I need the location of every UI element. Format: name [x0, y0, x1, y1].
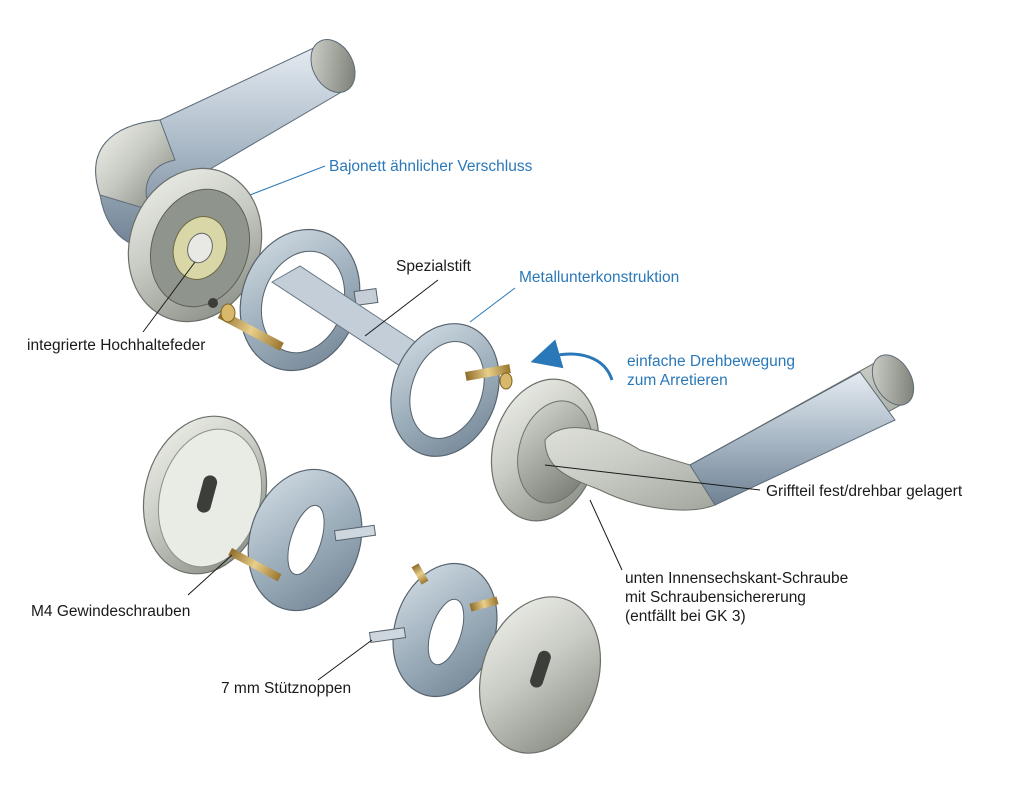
right-keyhole-cover	[478, 596, 602, 754]
label-rotation-line-2: zum Arretieren	[627, 372, 728, 389]
label-bayonet: Bajonett ähnlicher Verschluss	[329, 158, 533, 175]
label-special-pin: Spezialstift	[396, 258, 471, 275]
right-inner-ring	[390, 323, 500, 457]
label-spring: integrierte Hochhaltefeder	[27, 337, 206, 354]
brass-screws-upper	[217, 303, 513, 390]
right-keyhole-plate	[368, 562, 499, 698]
label-rotation-line-1: einfache Drehbewegung	[627, 353, 796, 370]
label-metal-substructure: Metallunterkonstruktion	[519, 269, 680, 286]
rotation-arrow-icon	[530, 339, 614, 381]
callout-line-hex-screw	[589, 499, 623, 571]
label-hex-screw-line-2: mit Schraubensichererung	[625, 589, 806, 606]
label-hex-screw-line-1: unten Innensechskant-Schraube	[625, 570, 849, 587]
callout-lines	[142, 165, 761, 681]
label-rotation: einfache Drehbewegung zum Arretieren	[627, 352, 795, 390]
upper-rosette	[127, 167, 263, 323]
left-keyhole-cover	[142, 415, 268, 575]
label-handle-part: Griffteil fest/drehbar gelagert	[766, 483, 963, 500]
callout-line-spring	[142, 261, 196, 333]
right-lever-handle	[544, 354, 915, 511]
label-hex-screw: unten Innensechskant-Schraube mit Schrau…	[625, 569, 848, 626]
callout-line-handle-part	[544, 464, 761, 491]
callout-line-m4	[187, 554, 233, 596]
callout-line-special-pin	[364, 279, 439, 337]
callout-line-bayonet	[249, 165, 326, 196]
callout-line-metal-substructure	[469, 287, 516, 323]
left-keyhole-plate	[228, 468, 377, 612]
callout-line-studs	[317, 639, 373, 681]
label-hex-screw-line-3: (entfällt bei GK 3)	[625, 608, 746, 625]
label-support-studs: 7 mm Stütznoppen	[221, 680, 352, 697]
label-m4-screws: M4 Gewindeschrauben	[31, 603, 191, 620]
